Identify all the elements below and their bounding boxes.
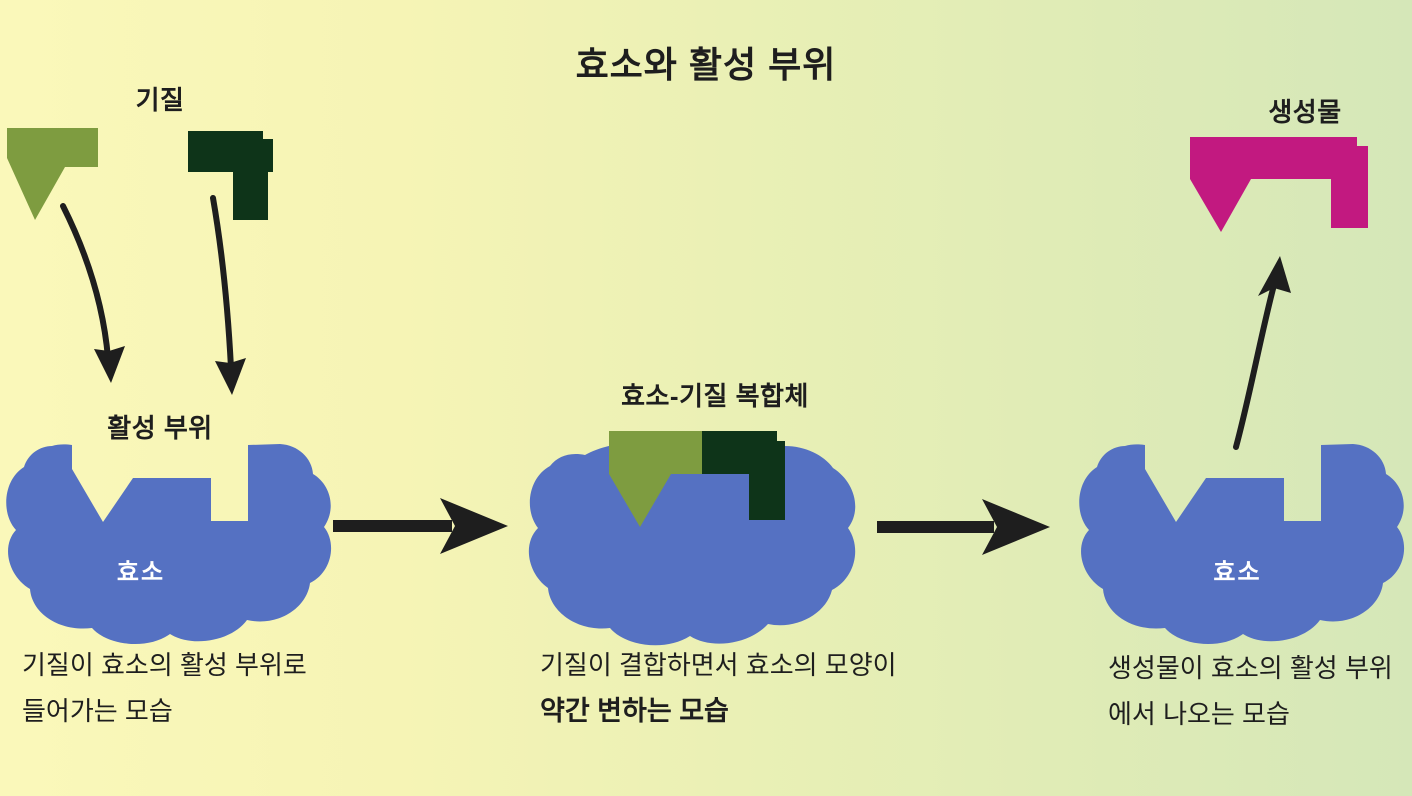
entry-arrow-right xyxy=(210,195,234,371)
substrate-label: 기질 xyxy=(135,85,185,115)
bound-substrate-olive-shape xyxy=(609,431,702,527)
bound-substrate-dark-green-shape xyxy=(702,431,785,520)
step-arrow-2-head xyxy=(982,499,1050,555)
enzyme-blob-stage1 xyxy=(6,444,332,645)
exit-arrow xyxy=(1233,282,1277,450)
entry-arrow-left-head xyxy=(94,346,125,383)
step-arrow-2-shaft xyxy=(877,521,994,533)
caption-stage1: 기질이 효소의 활성 부위로 들어가는 모습 xyxy=(22,642,307,734)
product-shape xyxy=(1190,137,1368,232)
step-arrow-1-shaft xyxy=(333,520,452,532)
enzyme-label-stage1: 효소 xyxy=(116,559,166,586)
caption-stage2: 기질이 결합하면서 효소의 모양이 약간 변하는 모습 xyxy=(540,642,897,734)
diagram-title: 효소와 활성 부위 xyxy=(575,44,837,85)
caption-stage1-line2: 들어가는 모습 xyxy=(22,696,173,726)
entry-arrow-right-head xyxy=(215,358,246,395)
entry-arrow-left xyxy=(60,203,111,361)
complex-label: 효소-기질 복합체 xyxy=(621,381,809,411)
exit-arrow-head xyxy=(1258,256,1291,296)
step-arrow-1-head xyxy=(440,498,508,554)
enzyme-label-stage3: 효소 xyxy=(1213,559,1262,586)
caption-stage2-line1: 기질이 결합하면서 효소의 모양이 xyxy=(540,650,897,680)
active-site-label: 활성 부위 xyxy=(107,413,213,443)
caption-stage1-line1: 기질이 효소의 활성 부위로 xyxy=(22,650,307,680)
substrate-dark-green-shape xyxy=(188,131,273,220)
caption-stage3: 생성물이 효소의 활성 부위 에서 나오는 모습 xyxy=(1108,645,1393,737)
substrate-olive-shape xyxy=(7,128,98,220)
caption-stage3-line1: 생성물이 효소의 활성 부위 xyxy=(1108,653,1393,683)
caption-stage3-line2: 에서 나오는 모습 xyxy=(1108,699,1290,729)
enzyme-blob-stage3 xyxy=(1079,444,1405,645)
product-label: 생성물 xyxy=(1268,97,1342,127)
caption-stage2-line2: 약간 변하는 모습 xyxy=(540,696,729,726)
